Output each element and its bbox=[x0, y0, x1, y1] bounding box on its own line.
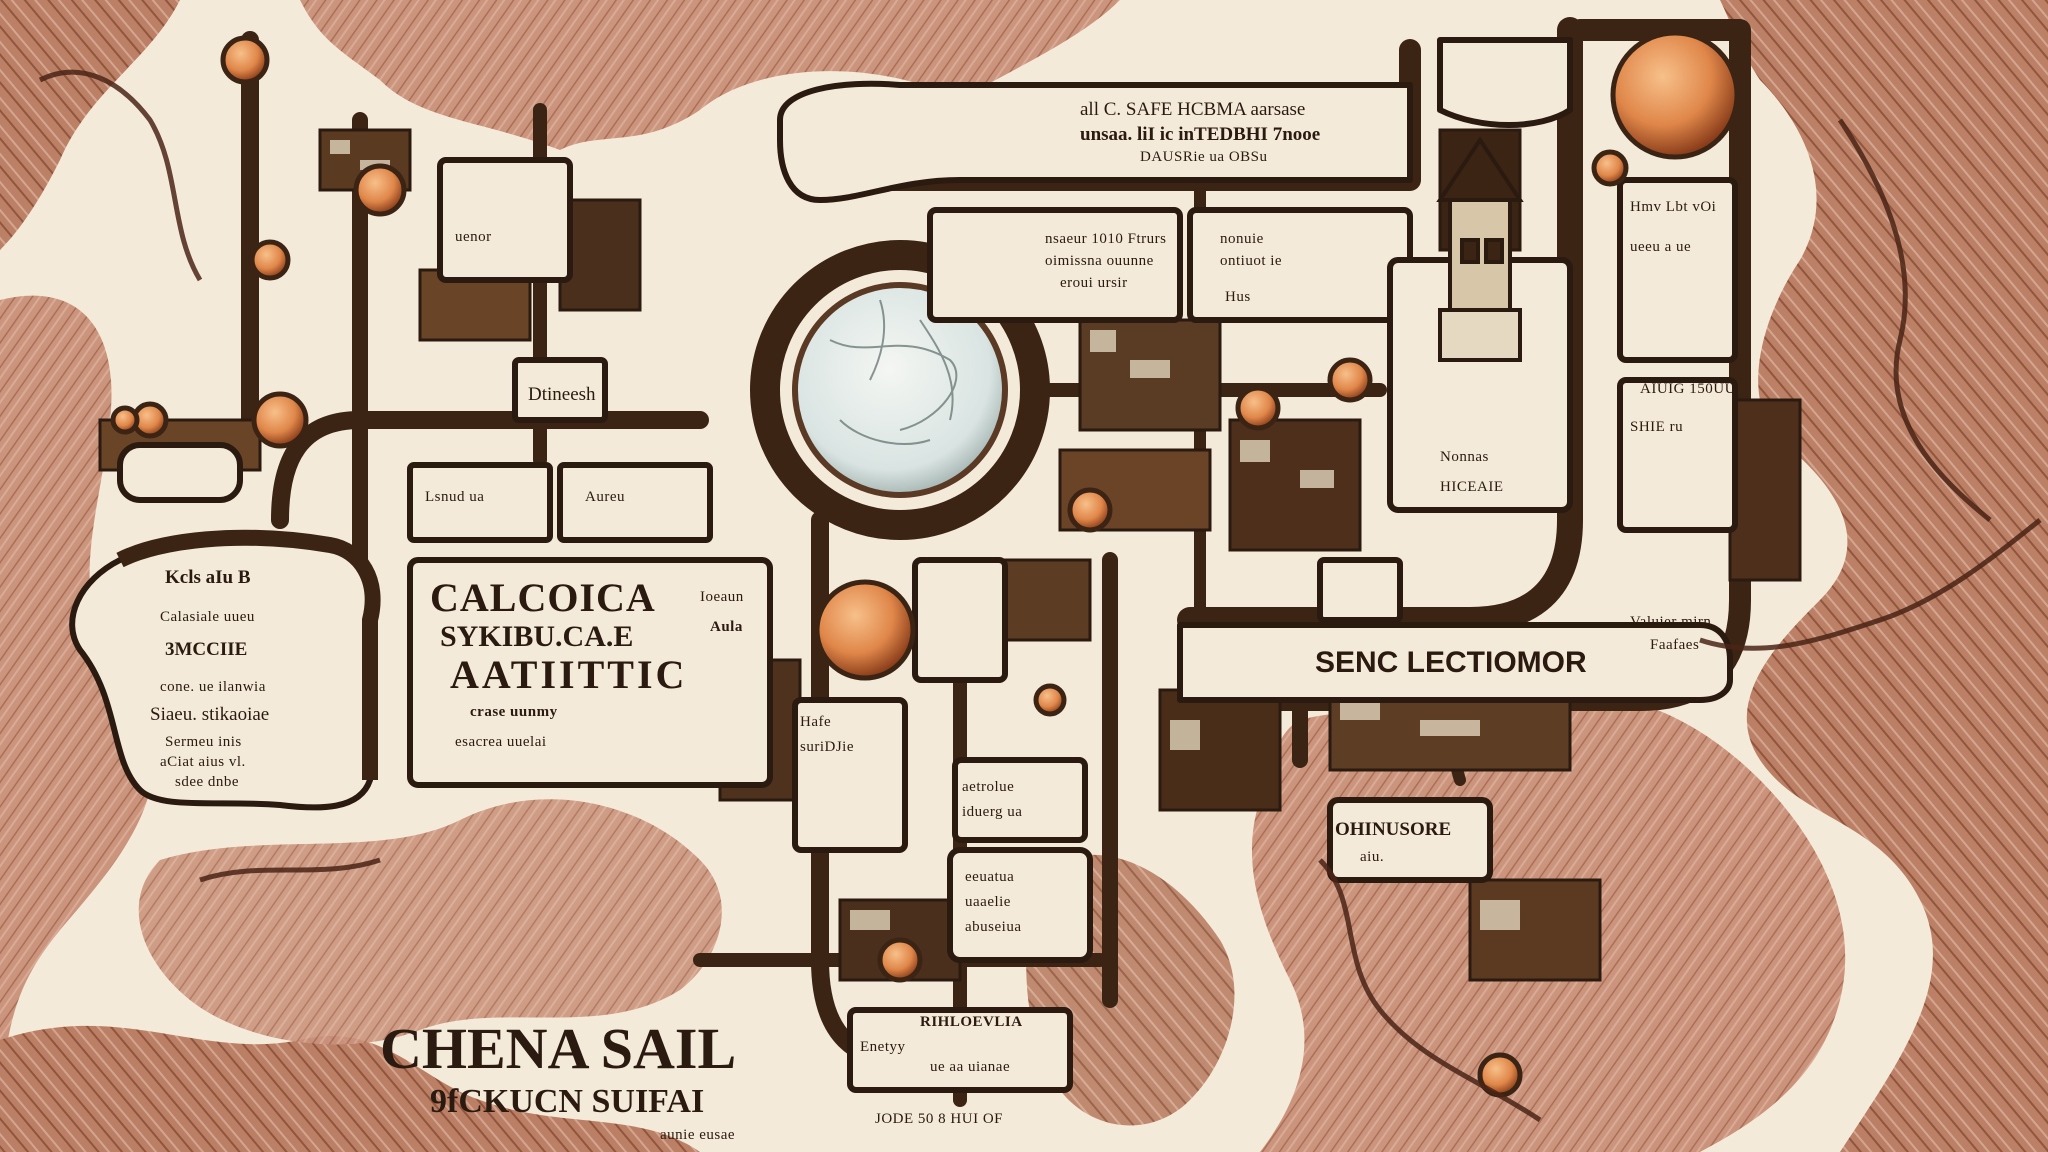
left-scroll-line5: Sermeu inis bbox=[165, 734, 242, 750]
badge-line1: Ioeaun bbox=[700, 589, 744, 605]
far-right-header: Hmv Lbt vOi bbox=[1630, 199, 1717, 215]
right-panel-line1: AIUIG 150UU bbox=[1640, 381, 1736, 397]
main-title-line5: esacrea uuelai bbox=[455, 734, 547, 750]
small-box-left-b: Aureu bbox=[585, 489, 625, 505]
main-title-line3: AATIITTIC bbox=[450, 652, 688, 697]
bottom-card-footer: JODE 50 8 HUI OF bbox=[875, 1111, 1003, 1127]
lower-box4-line1: OHINUSORE bbox=[1335, 819, 1452, 840]
center-panel-line1: nsaeur 1010 Ftrurs bbox=[1045, 231, 1167, 247]
globe bbox=[792, 282, 1008, 498]
panels bbox=[69, 37, 1738, 1093]
lower-box2-line2: iduerg ua bbox=[962, 804, 1023, 820]
lower-box1-line2: suriDJie bbox=[800, 739, 854, 755]
center-panel-line2: oimissna ouunne bbox=[1045, 253, 1154, 269]
far-right-small: SHIE ru bbox=[1630, 419, 1684, 435]
right-banner-sub2: Faafaes bbox=[1650, 637, 1700, 653]
bottom-card-line2: ue aa uianae bbox=[930, 1059, 1011, 1075]
lower-box3-line3: abuseiua bbox=[965, 919, 1022, 935]
top-banner-line3: DAUSRie ua OBSu bbox=[1140, 149, 1268, 165]
lower-box4-line2: aiu. bbox=[1360, 849, 1385, 865]
bottom-card-title: RIHLOEVLIA bbox=[920, 1014, 1023, 1030]
bottom-card-line1: Enetyy bbox=[860, 1039, 906, 1055]
lower-box3-line1: eeuatua bbox=[965, 869, 1015, 885]
orbs bbox=[110, 30, 1740, 1098]
left-scroll-line4: Siaeu. stikaoiae bbox=[150, 704, 270, 725]
top-banner-line2: unsaa. liI ic inTEDBHI 7nooe bbox=[1080, 124, 1321, 145]
bottom-title-line2: 9fCKUCN SUIFAI bbox=[430, 1083, 705, 1120]
left-scroll-line6: aCiat aius vl. bbox=[160, 754, 246, 770]
upper-right-panel-line2: ontiuot ie bbox=[1220, 253, 1283, 269]
left-scroll-title: Kcls aIu B bbox=[165, 567, 251, 588]
bottom-title-line3: aunie eusae bbox=[660, 1127, 736, 1143]
left-scroll-line3: cone. ue ilanwia bbox=[160, 679, 266, 695]
main-title-line4: crase uunmy bbox=[470, 704, 558, 720]
right-banner-sub1: Valuier mirn bbox=[1630, 614, 1712, 630]
right-panel-line2: Nonnas bbox=[1440, 449, 1489, 465]
small-box-upper-left: uenor bbox=[455, 229, 492, 245]
far-right-body: ueeu a ue bbox=[1630, 239, 1692, 255]
center-panel-line3: eroui ursir bbox=[1060, 275, 1128, 291]
bottom-title-line1: CHENA SAIL bbox=[380, 1016, 737, 1081]
left-scroll-line7: sdee dnbe bbox=[175, 774, 240, 790]
lower-box3-line2: uaaelie bbox=[965, 894, 1011, 910]
right-banner-title: SENC LECTIOMOR bbox=[1315, 646, 1587, 679]
lower-box2-line1: aetrolue bbox=[962, 779, 1015, 795]
upper-right-panel-line3: Hus bbox=[1225, 289, 1251, 305]
lower-box1-line1: Hafe bbox=[800, 714, 832, 730]
right-panel-line3: HICEAIE bbox=[1440, 479, 1504, 495]
left-scroll-line1: Calasiale uueu bbox=[160, 609, 255, 625]
tower bbox=[1436, 136, 1524, 362]
main-title-line1: CALCOICA bbox=[430, 575, 656, 620]
upper-right-panel-line1: nonuie bbox=[1220, 231, 1264, 247]
mid-left-box-label: Dtineesh bbox=[528, 384, 596, 405]
top-banner-line1: all C. SAFE HCBMA aarsase bbox=[1080, 99, 1306, 120]
badge-line2: Aula bbox=[710, 619, 743, 635]
small-box-left-a: Lsnud ua bbox=[425, 489, 485, 505]
left-scroll-line2: 3MCCIIE bbox=[165, 639, 248, 660]
main-title-line2: SYKIBU.CA.E bbox=[440, 620, 634, 653]
globe-ring bbox=[750, 240, 1050, 540]
